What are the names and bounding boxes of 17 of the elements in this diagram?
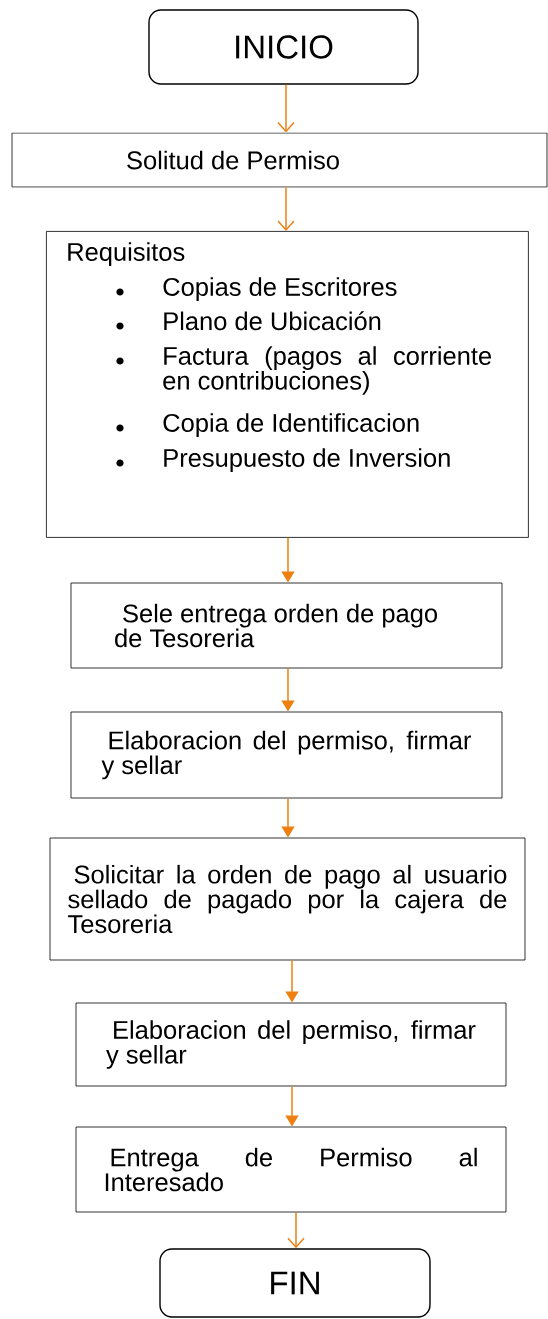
process-box: Solitud de Permiso: [11, 132, 548, 188]
bullet-item: Presupuesto de Inversion: [116, 448, 450, 472]
start-terminal: INICIO: [148, 9, 419, 85]
arrow: [277, 83, 295, 133]
bullet-item: Copias de Escritores: [116, 277, 397, 301]
arrow: [277, 186, 295, 231]
process-box: Elaboracion del permiso, firmar y sellar: [75, 1002, 507, 1087]
process-box: Entrega de Permiso al Interesado: [75, 1126, 507, 1213]
process-box: Solicitar la orden de pago al usuario sellado de pagado por la cajera de Tesoreria: [49, 837, 526, 961]
end-terminal: FIN: [159, 1248, 431, 1318]
process-box: Elaboracion del permiso, firmar y sellar: [70, 711, 503, 799]
list-heading: Requisitos: [68, 242, 185, 266]
arrow: [287, 1211, 305, 1249]
process-box: Sele entrega orden de pago de Tesoreria: [70, 582, 503, 669]
bullet-item: Plano de Ubicación: [116, 311, 381, 331]
bullet-item: Factura (pagos al corriente en contribuciones): [116, 346, 491, 395]
bullet-item: Copia de Identificacion: [116, 413, 419, 437]
